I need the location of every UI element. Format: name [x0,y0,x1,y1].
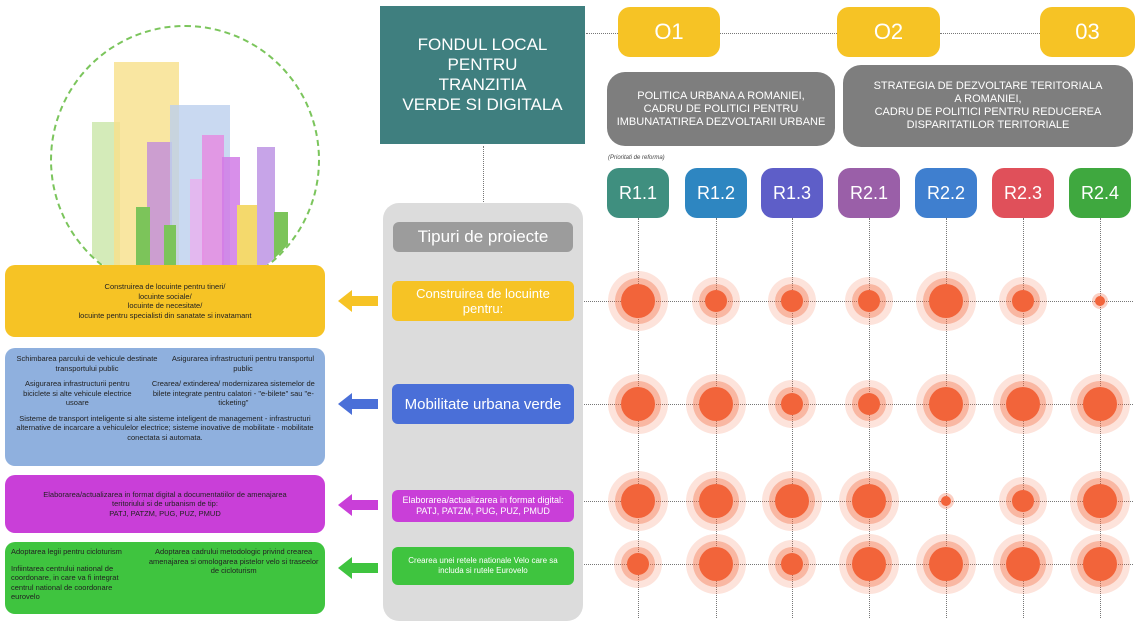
type-velo-network: Crearea unei retele nationale Velo care … [392,547,574,585]
impact-dot [1083,547,1117,581]
bar-chart-illustration [50,25,320,295]
fund-title: FONDUL LOCAL PENTRU TRANZITIA VERDE SI D… [380,6,585,144]
impact-dot [699,387,733,421]
impact-dot [1012,490,1034,512]
mobility-item: Schimbarea parcului de vehicule destinat… [16,354,158,373]
impact-dot [699,547,733,581]
impact-dot [1083,387,1117,421]
impact-dot [852,484,886,518]
impact-dot [858,393,880,415]
impact-dot [621,284,655,318]
arrow-left-icon [338,494,378,516]
arrow-left-icon [338,557,378,579]
impact-dot [929,387,963,421]
impact-dot [781,290,803,312]
reform-r2-1: R2.1 [838,168,900,218]
impact-dot [627,553,649,575]
objective-o2: O2 [837,7,940,57]
impact-dot [858,290,880,312]
type-housing: Construirea de locuinte pentru: [392,281,574,321]
cycling-details: Adoptarea legii pentru cicloturism Infii… [5,542,325,614]
arrow-left-icon [338,393,378,415]
reform-priorities-note: (Prioritati de reforma) [608,155,665,161]
cycling-item: Infiintarea centrului national de coordo… [11,563,119,602]
reform-r2-2: R2.2 [915,168,977,218]
impact-dot [699,484,733,518]
objective-o1: O1 [618,7,720,57]
impact-dot [1095,296,1105,306]
policy-territorial: STRATEGIA DE DEZVOLTARE TERITORIALA A RO… [843,65,1133,147]
reform-r1-3: R1.3 [761,168,823,218]
impact-dot [1012,290,1034,312]
impact-dot [621,387,655,421]
mobility-item: Crearea/ extinderea/ modernizarea sistem… [151,379,315,407]
impact-dot [1006,547,1040,581]
objective-o3: 03 [1040,7,1135,57]
impact-dot [1083,484,1117,518]
arrow-left-icon [338,290,378,312]
mobility-details: Schimbarea parcului de vehicule destinat… [5,348,325,466]
impact-dot [781,393,803,415]
cycling-item: Adoptarea legii pentru cicloturism [11,547,122,556]
project-types-heading: Tipuri de proiecte [393,222,573,252]
mobility-item: Sisteme de transport inteligente si alte… [16,413,314,442]
impact-dot [852,547,886,581]
impact-dot [621,484,655,518]
impact-dot [781,553,803,575]
type-digital-planning: Elaborarea/actualizarea in format digita… [392,490,574,522]
cycling-item: Adoptarea cadrului metodologic privind c… [148,547,319,575]
impact-dot [941,496,951,506]
impact-dot [775,484,809,518]
policy-urban: POLITICA URBANA A ROMANIEI, CADRU DE POL… [607,72,835,146]
mobility-item: Asigurarea infrastructurii pentru bicicl… [23,379,132,407]
impact-dot [929,547,963,581]
impact-dot [1006,387,1040,421]
reform-r1-2: R1.2 [685,168,747,218]
mobility-item: Asigurarea infrastructurii pentru transp… [171,354,315,373]
reform-r1-1: R1.1 [607,168,669,218]
reform-r2-3: R2.3 [992,168,1054,218]
impact-dot [705,290,727,312]
type-green-mobility: Mobilitate urbana verde [392,384,574,424]
reform-r2-4: R2.4 [1069,168,1131,218]
impact-dot [929,284,963,318]
housing-details: Construirea de locuinte pentru tineri/ l… [5,265,325,337]
digital-planning-details: Elaborarea/actualizarea in format digita… [5,475,325,533]
